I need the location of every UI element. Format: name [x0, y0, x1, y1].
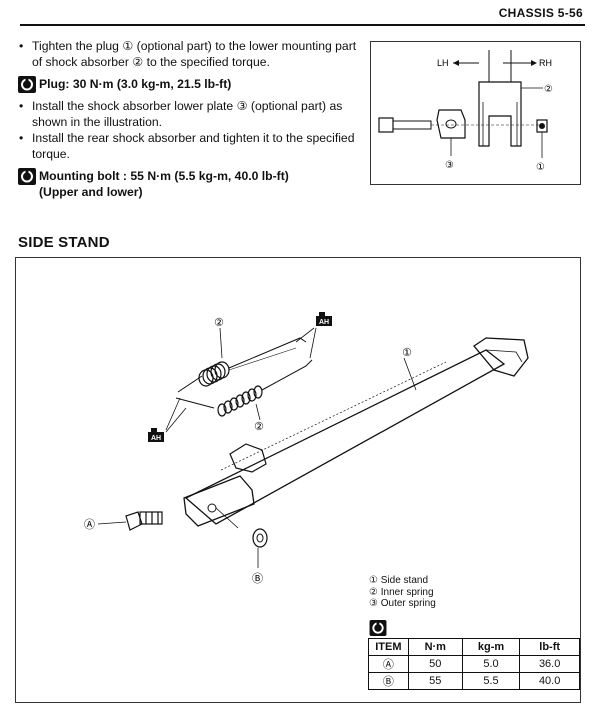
column-header: ITEM	[368, 638, 409, 656]
table-row: Ⓐ 50 5.0 36.0	[368, 655, 580, 673]
callout-a: Ⓐ	[84, 518, 95, 531]
shock-mount-drawing: LH RH ② ③ ①	[378, 50, 553, 173]
grease-icon-top: AH	[316, 312, 332, 326]
table-cell: 40.0	[519, 672, 580, 690]
callout-b: Ⓑ	[252, 572, 263, 585]
inset-callout-3: ③	[445, 160, 454, 171]
inset-callout-1: ①	[536, 162, 545, 173]
svg-text:AH: AH	[151, 435, 161, 442]
instruction-bullet-1: Tighten the plug ① (optional part) to th…	[18, 38, 358, 70]
table-cell: 5.5	[461, 672, 521, 690]
table-header-row: ITEM N·m kg-m lb-ft	[368, 638, 580, 656]
callout-side-stand: ①	[402, 346, 412, 359]
instruction-bullet-3: Install the rear shock absorber and tigh…	[18, 130, 358, 162]
torque-table: ITEM N·m kg-m lb-ft Ⓐ 50 5.0 36.0 Ⓑ 55 5…	[368, 638, 580, 690]
table-cell: 50	[407, 655, 463, 673]
torque-wrench-icon	[18, 76, 36, 93]
legend-item: ③ Outer spring	[369, 598, 436, 609]
torque-table-icon-wrap	[369, 620, 387, 636]
pivot-bolt	[125, 511, 163, 531]
section-title: SIDE STAND	[18, 234, 110, 251]
torque-text-plug: Plug: 30 N·m (3.0 kg-m, 21.5 lb-ft)	[39, 77, 232, 91]
rh-label: RH	[539, 58, 552, 68]
shock-absorber-illustration: LH RH ② ③ ①	[370, 41, 581, 185]
lh-label: LH	[437, 58, 449, 68]
legend-item: ② Inner spring	[369, 586, 434, 598]
inner-spring	[217, 385, 263, 417]
table-cell: Ⓐ	[368, 655, 409, 673]
outer-spring	[198, 361, 230, 387]
legend-item: ① Side stand	[369, 575, 428, 586]
nut	[252, 528, 268, 548]
table-cell: 55	[407, 672, 463, 690]
side-stand-figure: ① ② ② AH	[15, 257, 581, 703]
callout-spring-bottom: ②	[254, 420, 264, 433]
torque-text-mounting-bolt: Mounting bolt : 55 N·m (5.5 kg-m, 40.0 l…	[39, 169, 289, 183]
column-header: kg-m	[461, 638, 521, 656]
table-cell: 5.0	[461, 655, 521, 673]
svg-text:AH: AH	[319, 319, 329, 326]
torque-text-upper-lower: (Upper and lower)	[39, 185, 143, 199]
column-header: lb-ft	[519, 638, 580, 656]
table-row: Ⓑ 55 5.5 40.0	[368, 672, 580, 690]
inset-callout-2: ②	[544, 84, 553, 95]
header-title: CHASSIS 5-56	[498, 6, 583, 20]
callout-spring-top: ②	[214, 316, 224, 329]
table-cell: 36.0	[519, 655, 580, 673]
torque-spec-mounting-bolt: Mounting bolt : 55 N·m (5.5 kg-m, 40.0 l…	[18, 168, 358, 200]
column-header: N·m	[407, 638, 463, 656]
torque-wrench-icon	[18, 168, 36, 185]
torque-wrench-icon	[369, 620, 387, 636]
parts-legend: ① Side stand ② Inner spring ③ Outer spri…	[369, 575, 436, 610]
instruction-bullet-2: Install the shock absorber lower plate ③…	[18, 98, 358, 130]
side-stand-drawing: ① ② ② AH	[84, 312, 529, 585]
instructions: Tighten the plug ① (optional part) to th…	[18, 38, 358, 205]
header-rule	[20, 24, 585, 26]
torque-spec-plug: Plug: 30 N·m (3.0 kg-m, 21.5 lb-ft)	[18, 76, 358, 93]
page-header: CHASSIS 5-56	[0, 0, 597, 27]
grease-icon-bottom: AH	[148, 428, 164, 442]
table-cell: Ⓑ	[368, 672, 409, 690]
